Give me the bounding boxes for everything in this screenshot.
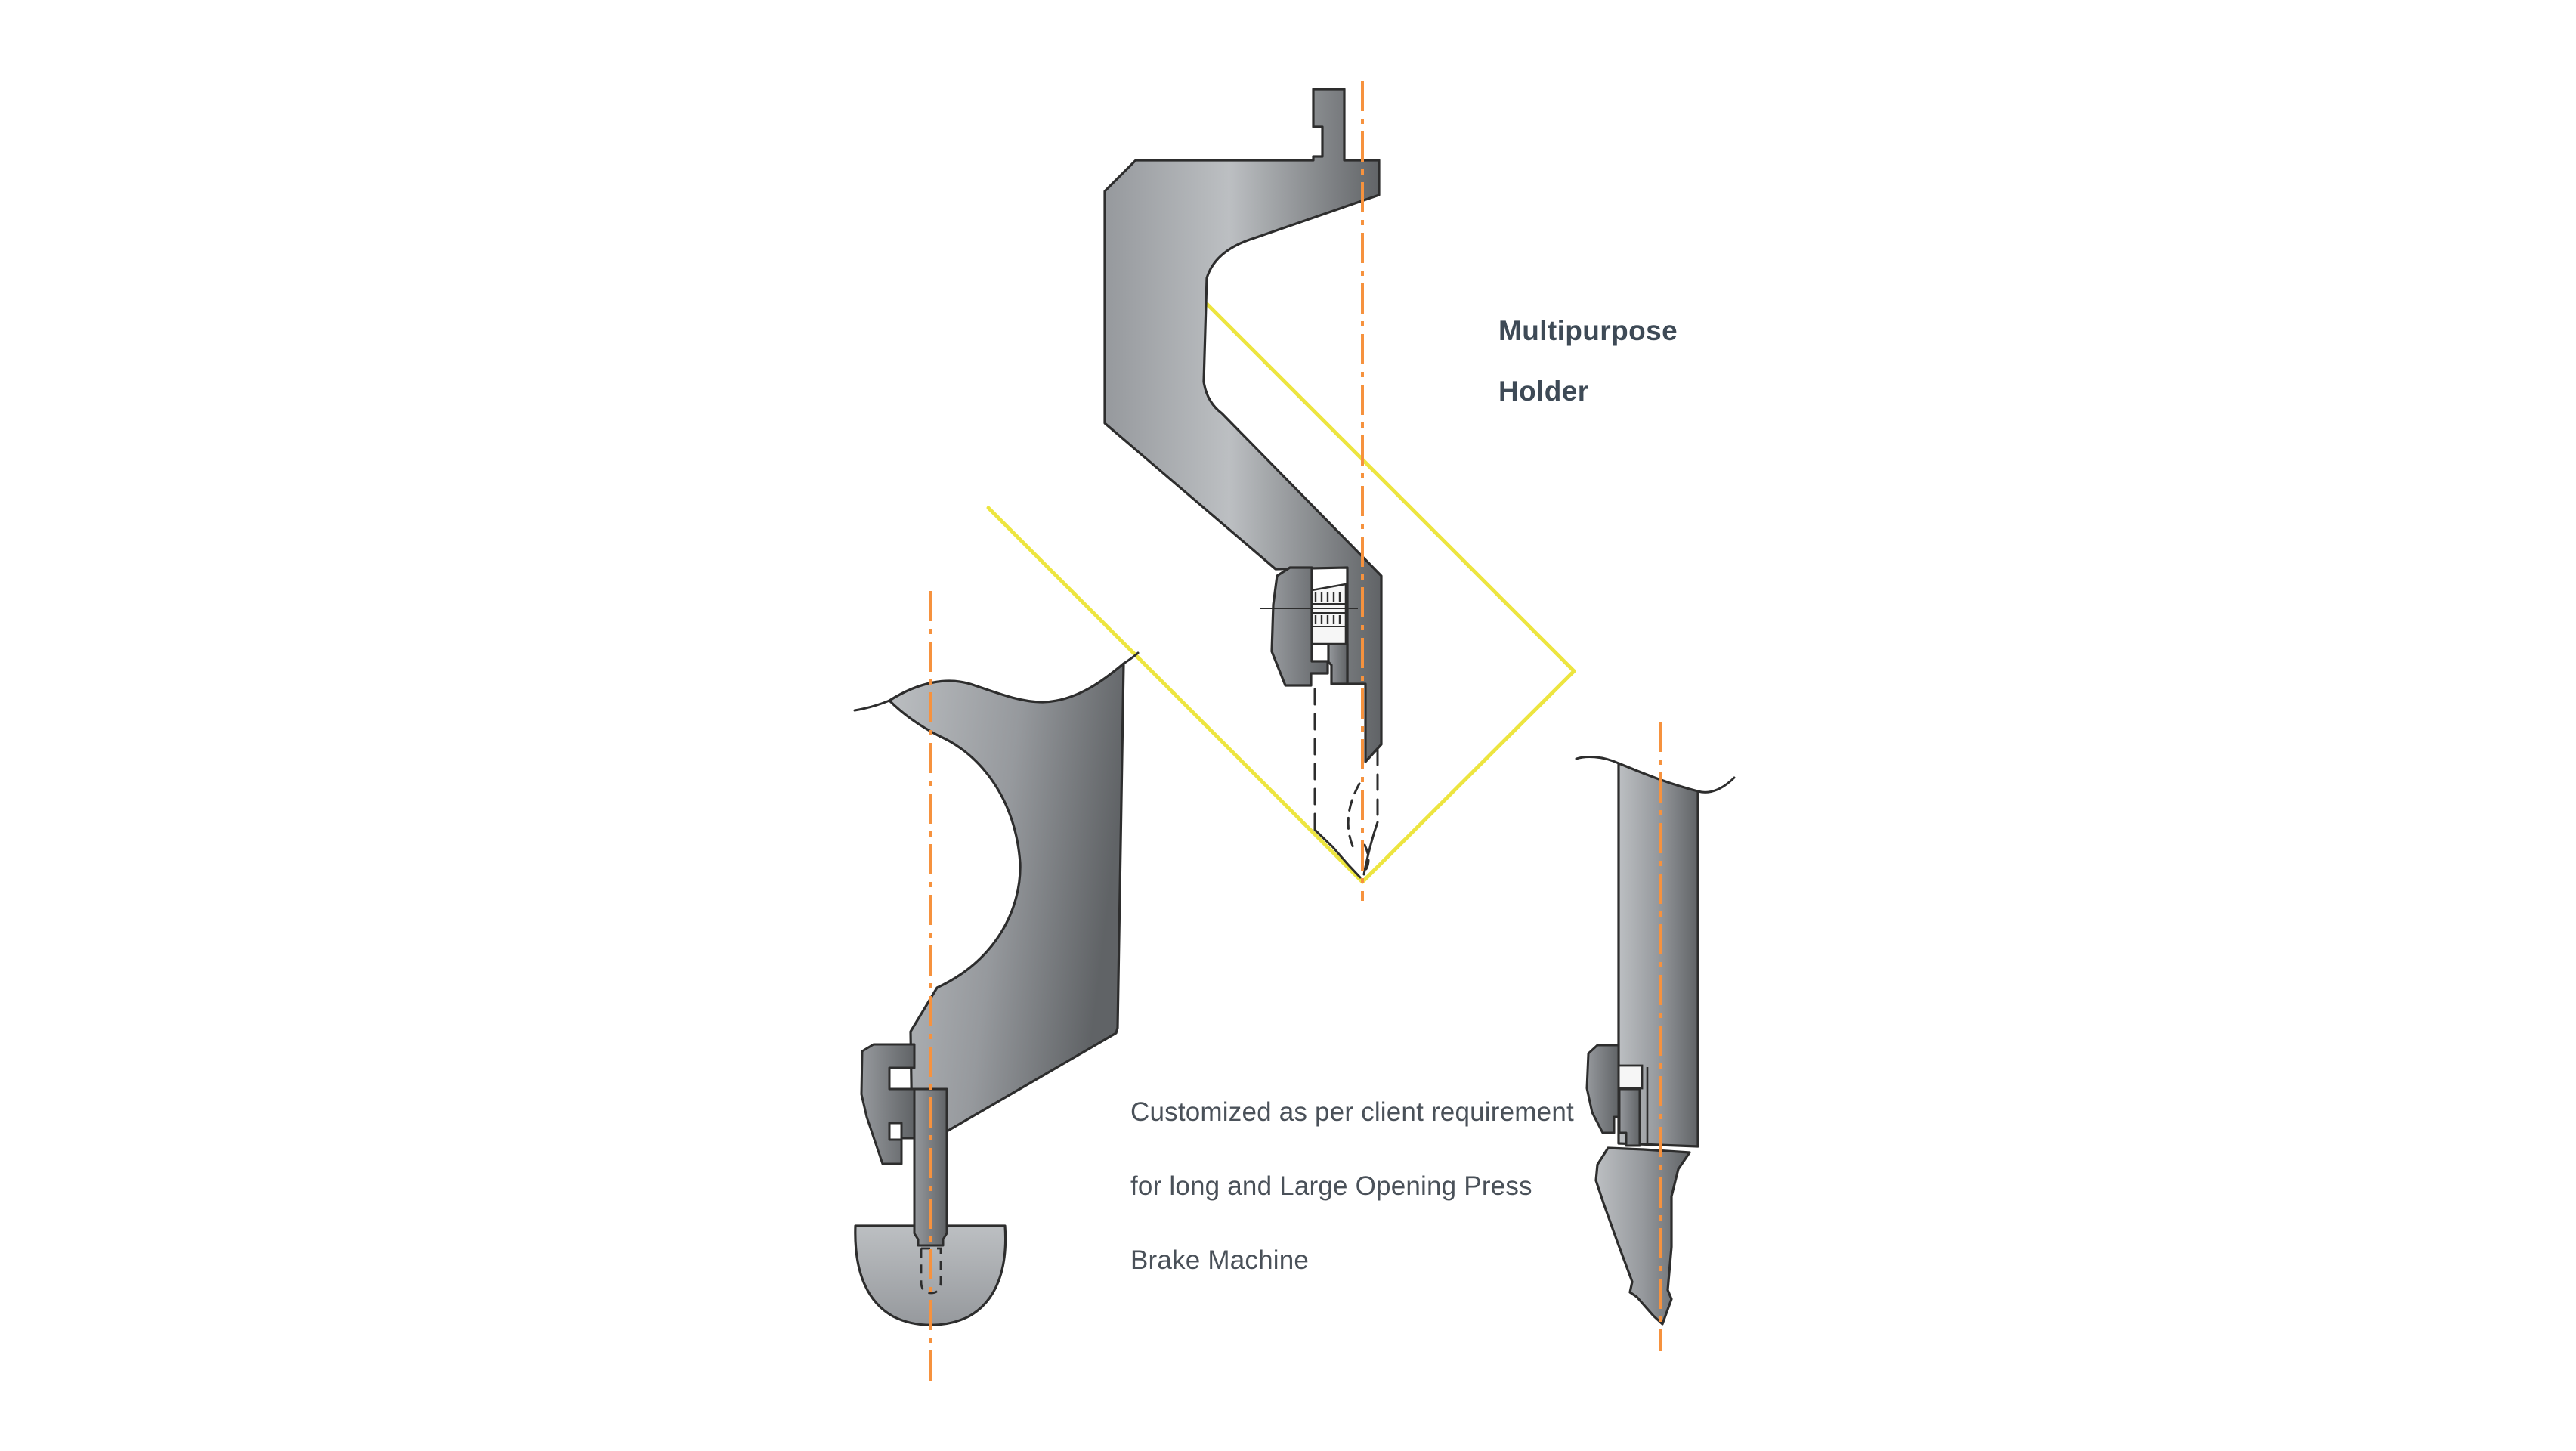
caption-line-2: for long and Large Opening Press	[1130, 1171, 1532, 1201]
punch-tip-left-edge	[1313, 828, 1362, 879]
title-line-2: Holder	[1498, 376, 1589, 407]
top-holder-drawing	[986, 81, 1576, 901]
bottom-left-holder-drawing	[853, 591, 1140, 1384]
punch-tongue-shape	[1327, 642, 1349, 685]
bar-wave-tail-right	[1696, 776, 1736, 794]
right-drawing-clamp-shape	[1585, 1044, 1620, 1134]
bar-wave-tail-left	[1575, 756, 1620, 765]
clamp-block-shape	[1270, 566, 1329, 687]
caption-line-1: Customized as per client requirement	[1130, 1097, 1574, 1127]
caption-line-3: Brake Machine	[1130, 1245, 1310, 1275]
angled-punch-shape	[1594, 1146, 1691, 1326]
wave-tail-left	[853, 699, 891, 712]
washer-hatch-ticks	[1314, 592, 1341, 624]
washer-lines	[1312, 603, 1346, 627]
punch-tip-right-edge	[1362, 821, 1379, 876]
bottom-right-holder-drawing	[1575, 722, 1736, 1351]
right-drawing-tongue-shape	[1618, 1087, 1641, 1147]
break-line-tails-left-drawing	[853, 651, 1140, 712]
gooseneck-body-shape	[888, 662, 1125, 1133]
die-right-face-line	[1360, 669, 1576, 884]
title-line-1: Multipurpose	[1498, 315, 1678, 346]
wave-tail-right	[1122, 651, 1140, 665]
punch-tip-radius-arc	[1347, 782, 1361, 854]
left-drawing-clamp-shape	[860, 1043, 916, 1165]
tall-bar-shape	[1617, 762, 1699, 1148]
hidden-bolt-outline	[920, 1247, 942, 1295]
multipurpose-holder-label: Multipurpose Holder	[1498, 286, 1678, 407]
break-line-tails-right-drawing	[1575, 756, 1736, 794]
spring-washer-stack	[1310, 583, 1347, 645]
clamp-notch-cutout	[1617, 1064, 1644, 1090]
holder-body-group	[1103, 88, 1383, 763]
punch-tip-small-arc	[1363, 843, 1370, 873]
hidden-punch-outline	[1313, 688, 1379, 879]
customization-caption: Customized as per client requirement for…	[1130, 1057, 1574, 1279]
washer-box	[1310, 583, 1347, 645]
die-left-face-line	[986, 506, 1365, 884]
holder-body-shape	[1103, 88, 1383, 763]
